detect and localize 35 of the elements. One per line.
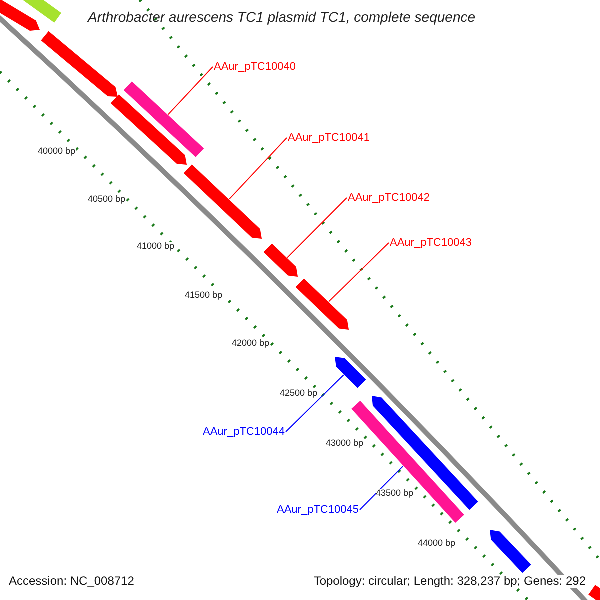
gene-label: AAur_pTC10043 bbox=[390, 237, 472, 250]
leader-line bbox=[168, 66, 214, 116]
tick-label: 40500 bp bbox=[88, 195, 126, 205]
gene-block bbox=[335, 357, 366, 388]
leader-line bbox=[287, 198, 348, 258]
title: Arthrobacter aurescens TC1 plasmid TC1, complete sequence bbox=[88, 10, 476, 26]
tick-label: 43000 bp bbox=[326, 439, 364, 449]
tick-label: 40000 bp bbox=[38, 147, 76, 157]
gene-label: AAur_pTC10045 bbox=[277, 504, 359, 516]
gene-label: AAur_pTC10041 bbox=[288, 132, 370, 144]
leader-line bbox=[360, 466, 404, 510]
tick-label: 43500 bp bbox=[376, 489, 414, 499]
leader-line bbox=[286, 374, 344, 432]
gene-block bbox=[588, 585, 600, 600]
gene-block bbox=[184, 164, 262, 239]
tick-label: 42500 bp bbox=[280, 389, 318, 399]
gene-block bbox=[490, 530, 532, 574]
gene-block bbox=[372, 396, 478, 510]
tick-label: 42000 bp bbox=[232, 339, 270, 349]
leader-line bbox=[328, 242, 390, 302]
gene-block bbox=[296, 278, 349, 330]
tick-label: 44000 bp bbox=[418, 539, 456, 549]
summary-text: Topology: circular; Length: 328,237 bp; Genes: 292 bbox=[314, 575, 586, 588]
gene-label: AAur_pTC10042 bbox=[348, 192, 430, 204]
gene-block bbox=[0, 0, 40, 31]
gene-block bbox=[41, 31, 118, 97]
gene-block bbox=[110, 94, 187, 165]
gene-block bbox=[124, 82, 204, 158]
tick-label: 41500 bp bbox=[185, 291, 223, 301]
gene-block bbox=[264, 244, 298, 277]
leader-line bbox=[229, 138, 288, 200]
gene-label: AAur_pTC10044 bbox=[203, 426, 285, 438]
tick-label: 41000 bp bbox=[137, 242, 175, 252]
gene-label: AAur_pTC10040 bbox=[214, 61, 296, 74]
accession-text: Accession: NC_008712 bbox=[9, 575, 134, 588]
